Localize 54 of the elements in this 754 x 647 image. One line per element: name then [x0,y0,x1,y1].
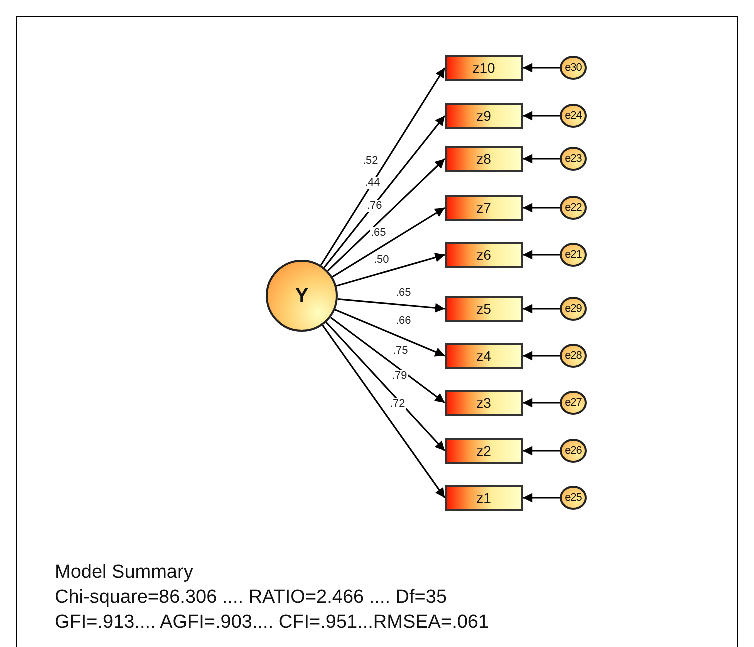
arrow [338,298,446,313]
arrow [332,207,446,278]
error-term-circle: e27 [560,391,587,415]
arrow [327,158,446,272]
observed-variable-box: z2 [445,438,523,464]
edge-label: .66 [395,315,412,327]
edge-label: .50 [373,254,390,266]
fit-statistics-text: GFI=.913.... AGFI=.903.... CFI=.951...RMSEA=.061 [55,612,490,634]
observed-variable-box: z6 [445,242,523,268]
error-term-circle: e22 [560,196,587,220]
edge-label: .75 [392,345,410,357]
error-term-circle: e23 [560,147,587,171]
observed-variable-box: z4 [445,343,523,369]
arrow [330,316,446,404]
error-term-circle: e24 [560,104,587,128]
latent-variable-circle: Y [266,260,338,332]
edge-label: .65 [370,227,388,239]
observed-variable-box: z9 [445,103,523,129]
arrow [523,446,560,456]
arrow [322,324,446,498]
edge-label: .65 [395,287,412,299]
arrow [324,116,446,268]
observed-variable-box: z10 [445,55,523,81]
arrow [523,398,560,408]
arrow [523,111,560,121]
observed-variable-box: z3 [445,390,523,416]
edge-label: .72 [389,398,406,410]
arrow [523,351,560,361]
summary-heading: Model Summary [55,562,194,584]
error-term-circle: e21 [560,243,587,267]
error-term-circle: e25 [560,486,587,510]
arrow [523,154,560,164]
arrow [523,493,560,503]
fit-statistics-text: Chi-square=86.306 .... RATIO=2.466 .... Df=35 [55,587,448,609]
error-term-circle: e30 [560,56,587,80]
observed-variable-box: z8 [445,146,523,172]
arrow [523,63,560,73]
observed-variable-box: z1 [445,485,523,511]
arrow [523,250,560,260]
arrow [523,203,560,213]
arrow [334,309,446,357]
arrow [320,68,446,266]
arrow [326,322,446,452]
observed-variable-box: z5 [445,296,523,322]
arrow [523,304,560,314]
arrow [336,253,446,287]
error-term-circle: e28 [560,344,587,368]
edge-label: .52 [362,155,380,167]
error-term-circle: e26 [560,439,587,463]
error-term-circle: e29 [560,297,587,321]
edge-label: .44 [364,177,382,189]
observed-variable-box: z7 [445,195,523,221]
edge-label: .76 [366,200,384,212]
edge-label: .79 [391,370,408,382]
